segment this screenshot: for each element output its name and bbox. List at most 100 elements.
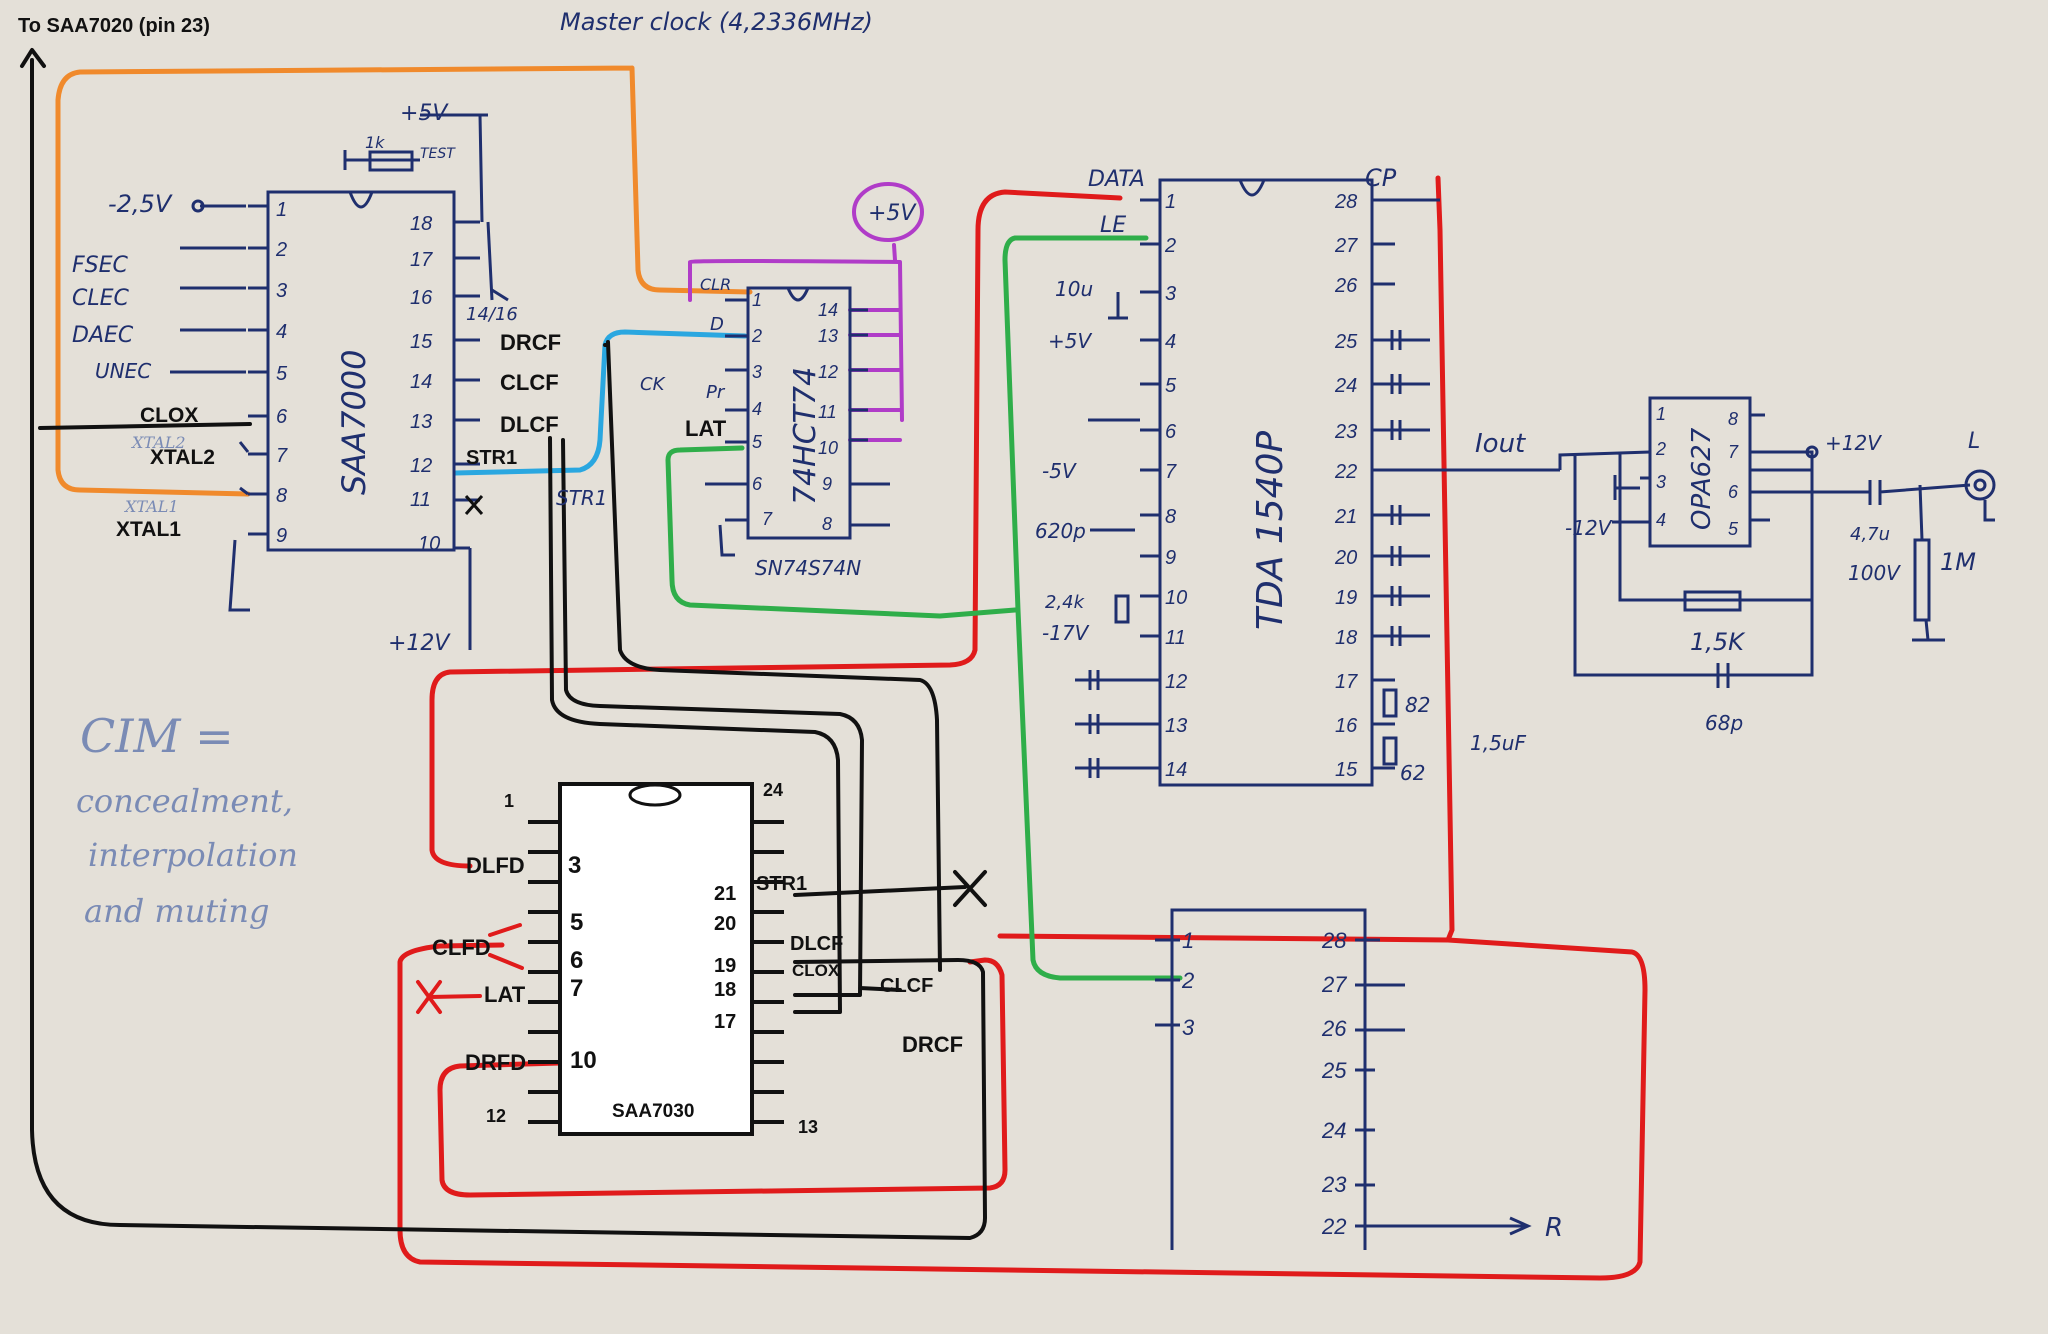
saa7000-pin-numbers: 1 2 3 4 5 6 7 8 9 18 17 16 15 14 13 12 1… — [275, 199, 440, 555]
tda-lower-chip — [1155, 908, 1532, 1250]
hc74-pin-9: 9 — [822, 474, 832, 494]
tda-pin-2: 2 — [1164, 235, 1176, 257]
tda-pin-15: 15 — [1335, 759, 1358, 781]
hc74-clr: CLR — [700, 275, 731, 294]
saa7030-corner-pins: 1 24 12 13 — [486, 780, 818, 1137]
tda-pin-11: 11 — [1165, 627, 1186, 649]
tda-cp-label: CP — [1365, 164, 1397, 192]
opa-pin-5: 5 — [1728, 519, 1739, 539]
saa7000-pin-1: 1 — [276, 199, 287, 221]
green-le-wire — [665, 235, 1183, 981]
resistor-1k5-label: 1,5K — [1690, 628, 1746, 656]
plus-5v-label: +5V — [400, 101, 449, 126]
hc74-ck: CK — [640, 374, 666, 395]
hc74-pin-10: 10 — [818, 438, 838, 458]
sig-xtal1: XTAL1 — [116, 518, 181, 541]
hc74-lat: LAT — [685, 416, 727, 441]
hc74-pin-7: 7 — [762, 509, 773, 529]
tda-pin-9: 9 — [1165, 547, 1176, 569]
opa627-pin-numbers: 1 2 3 4 8 7 6 5 — [1655, 404, 1739, 539]
saa7000-pin-18: 18 — [410, 213, 432, 235]
saa7030-pin-6-label: CLFD — [432, 935, 491, 960]
saa7000-input-signals: -2,5V FSEC CLEC DAEC UNEC CLOX XTAL2 XTA… — [72, 190, 250, 541]
saa7030-pin-19-num: 19 — [714, 955, 736, 977]
saa7030-pin-5-num: 5 — [570, 909, 583, 936]
rca-jack-l — [1964, 469, 1996, 501]
opa-pin-2: 2 — [1655, 439, 1666, 459]
x-mark-pin11 — [464, 495, 484, 515]
tda-pin-17: 17 — [1335, 671, 1358, 693]
hc74-pr: Pr — [706, 382, 726, 403]
saa7000-pin-4: 4 — [276, 321, 287, 343]
saa7000-pin-12: 12 — [410, 455, 432, 477]
tda1540-pin-numbers: 1 2 3 4 5 6 7 8 9 10 11 12 13 14 28 27 2… — [1164, 191, 1358, 781]
tda-le-label: LE — [1100, 213, 1126, 238]
master-clock-wire — [55, 65, 753, 497]
opa-pin-4: 4 — [1656, 510, 1666, 530]
iout-label: Iout — [1475, 429, 1526, 459]
blue-str1-wire — [452, 329, 748, 476]
saa7030-pin-10-num: 10 — [570, 1047, 597, 1074]
saa7000-pin-15: 15 — [410, 331, 433, 353]
plus-12v-label: +12V — [388, 631, 451, 656]
saa7000-pin-7: 7 — [276, 445, 288, 467]
saa7030-pin-3-num: 3 — [568, 852, 581, 879]
tda-pin-23: 23 — [1334, 421, 1357, 443]
tda-pin-14: 14 — [1165, 759, 1187, 781]
saa7000-pin-16: 16 — [410, 287, 433, 309]
tda-lower-pin-27: 27 — [1321, 972, 1347, 997]
tda-1u5-label: 1,5uF — [1470, 731, 1526, 755]
tda1540-labels: DATA LE CP 10u +5V -5V 620p 2,4k -17V 82… — [1035, 164, 1526, 785]
saa7000-pin-3: 3 — [276, 280, 287, 302]
tda1540-chip — [1075, 178, 1560, 787]
cim-note-line-4: and muting — [84, 892, 269, 930]
opa-plus12v-node — [1805, 445, 1819, 459]
tda-620p-label: 620p — [1035, 519, 1086, 543]
cap-68p-label: 68p — [1705, 711, 1743, 735]
tda-lower-pin-22: 22 — [1321, 1214, 1346, 1239]
tda-pin-27: 27 — [1334, 235, 1358, 257]
saa7030-pin-stubs — [528, 820, 784, 1124]
tda-2k4-label: 2,4k — [1045, 592, 1086, 613]
saa7030-chip: SAA7030 — [528, 782, 784, 1136]
purple-5v-wire — [688, 243, 904, 442]
tda-pin-21: 21 — [1334, 506, 1357, 528]
resistor-1k — [368, 150, 414, 172]
saa7030-left-signals: 3 DLFD 5 6 CLFD 7 LAT 10 DRFD — [432, 852, 597, 1075]
black-arrow-up — [20, 48, 46, 68]
saa7030-body — [558, 782, 754, 1136]
saa7030-pin-18-num: 18 — [714, 979, 736, 1001]
saa7030-pin-7-num: 7 — [570, 975, 583, 1002]
saa7000-pin-9: 9 — [276, 525, 287, 547]
tda-pin-24: 24 — [1334, 375, 1357, 397]
tda-lower-pin-1: 1 — [1182, 928, 1194, 953]
saa7000-supply-wires — [343, 113, 509, 302]
opa627-wires — [1558, 413, 1870, 677]
black-clox-wire — [30, 58, 987, 1240]
tda-pin-6: 6 — [1165, 421, 1177, 443]
tda-plus5v-label: +5V — [1048, 329, 1092, 353]
hc74-name: 74HCT74 — [788, 367, 823, 505]
tda-pin-3: 3 — [1165, 283, 1176, 305]
saa7030-pin-17-num: 17 — [714, 1011, 736, 1033]
saa7000-pin-17: 17 — [410, 249, 433, 271]
tda-lower-pin-24: 24 — [1321, 1118, 1346, 1143]
opa627-name: OPA627 — [1687, 427, 1717, 530]
opa-minus12v-label: -12V — [1565, 516, 1613, 540]
tda-pin-18: 18 — [1335, 627, 1357, 649]
tda-data-label: DATA — [1088, 167, 1145, 192]
saa7030-pin-18-label: CLOX — [792, 961, 840, 980]
out-str1: STR1 — [466, 447, 517, 469]
sig-clox: CLOX — [140, 404, 198, 427]
saa7030-pin-21-num: 21 — [714, 883, 736, 905]
red-x-lat — [416, 980, 482, 1014]
resistor-1m-label: 1M — [1940, 548, 1976, 576]
saa7030-pin-24: 24 — [763, 780, 783, 800]
tda-pin-22: 22 — [1334, 461, 1357, 483]
tda-minus5v-label: -5V — [1042, 459, 1077, 483]
tda-lower-pin-3: 3 — [1182, 1015, 1195, 1040]
tda-lower-pin-25: 25 — [1321, 1058, 1347, 1083]
sig-clec: CLEC — [72, 286, 130, 311]
